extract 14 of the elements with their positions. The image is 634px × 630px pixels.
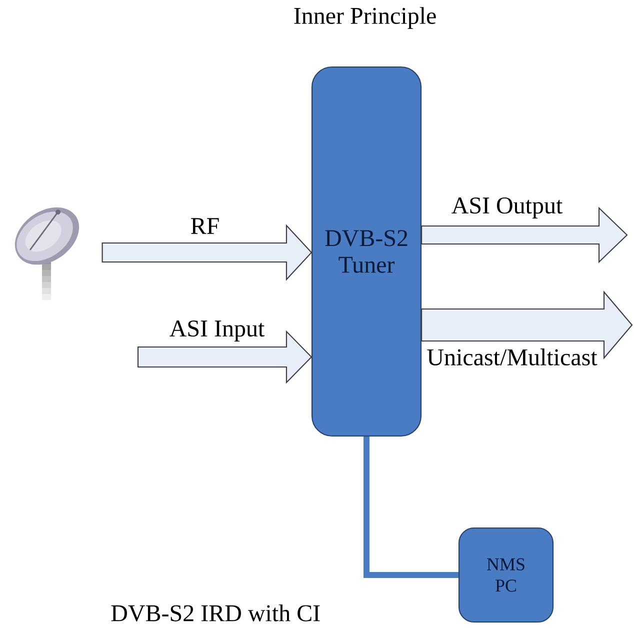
block-arrow (102, 224, 312, 281)
tuner-box: DVB-S2 Tuner (311, 66, 422, 437)
edge-label: ASI Input (170, 320, 265, 342)
edge-label: ASI Output (452, 198, 563, 218)
block-arrow (421, 206, 628, 264)
caption: DVB-S2 IRD with CI (111, 604, 320, 622)
edge-label: RF (191, 218, 219, 234)
satellite-dish-drawing (15, 207, 79, 300)
pc-box: NMS PC (458, 527, 554, 623)
edge-label: Unicast/Multicast (427, 348, 598, 366)
connector-line (364, 436, 458, 578)
diagram-title: Inner Principle (294, 7, 436, 29)
block-arrow (137, 330, 312, 384)
block-arrow (421, 290, 633, 360)
